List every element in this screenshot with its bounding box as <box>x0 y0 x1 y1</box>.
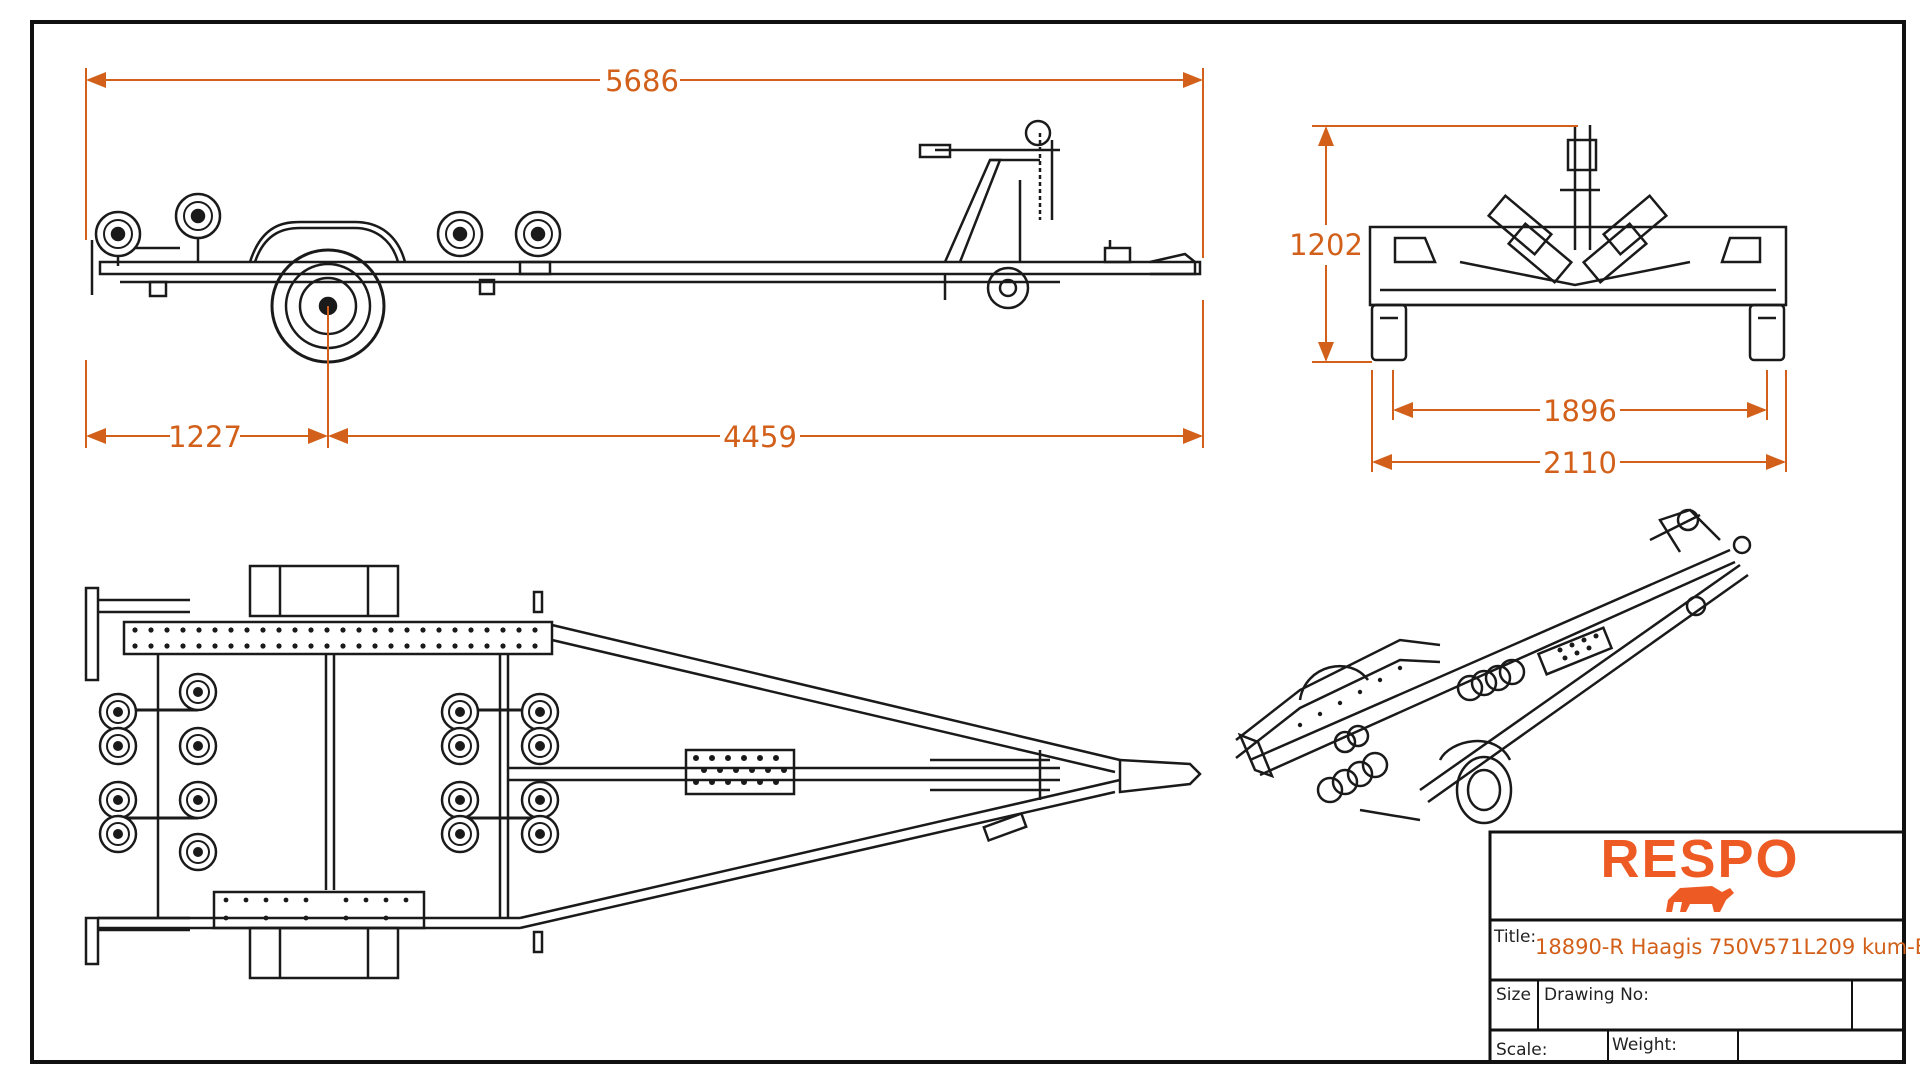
bull-logo-icon <box>1666 886 1734 912</box>
dim-overall-width: 2110 <box>1543 446 1617 480</box>
drawing-no-label: Drawing No: <box>1544 985 1649 1005</box>
dim-axle-to-coupling: 4459 <box>723 420 797 454</box>
front-view-dimensions <box>1312 125 1787 472</box>
isometric-perforations <box>1297 633 1599 728</box>
runner-perforations <box>132 627 787 921</box>
isometric-view <box>1235 508 1752 825</box>
size-label: Size <box>1496 985 1531 1005</box>
sheet-border <box>30 20 1906 1064</box>
side-view <box>90 119 1202 364</box>
dim-height: 1202 <box>1289 228 1363 262</box>
weight-label: Weight: <box>1612 1035 1677 1055</box>
top-view-rollers <box>98 672 560 872</box>
front-view <box>1368 125 1788 362</box>
dim-overall-length: 5686 <box>605 64 679 98</box>
scale-label: Scale: <box>1496 1040 1547 1060</box>
side-view-dimensions <box>85 68 1204 448</box>
brand-logo: RESPO <box>1600 829 1799 889</box>
top-view <box>84 564 1202 980</box>
dim-rear-to-axle: 1227 <box>168 420 242 454</box>
title-block <box>1488 830 1906 1064</box>
title-label: Title: <box>1493 927 1536 947</box>
dim-track-width: 1896 <box>1543 394 1617 428</box>
drawing-title: 18890-R Haagis 750V571L209 kum-EU4 <box>1535 935 1920 959</box>
